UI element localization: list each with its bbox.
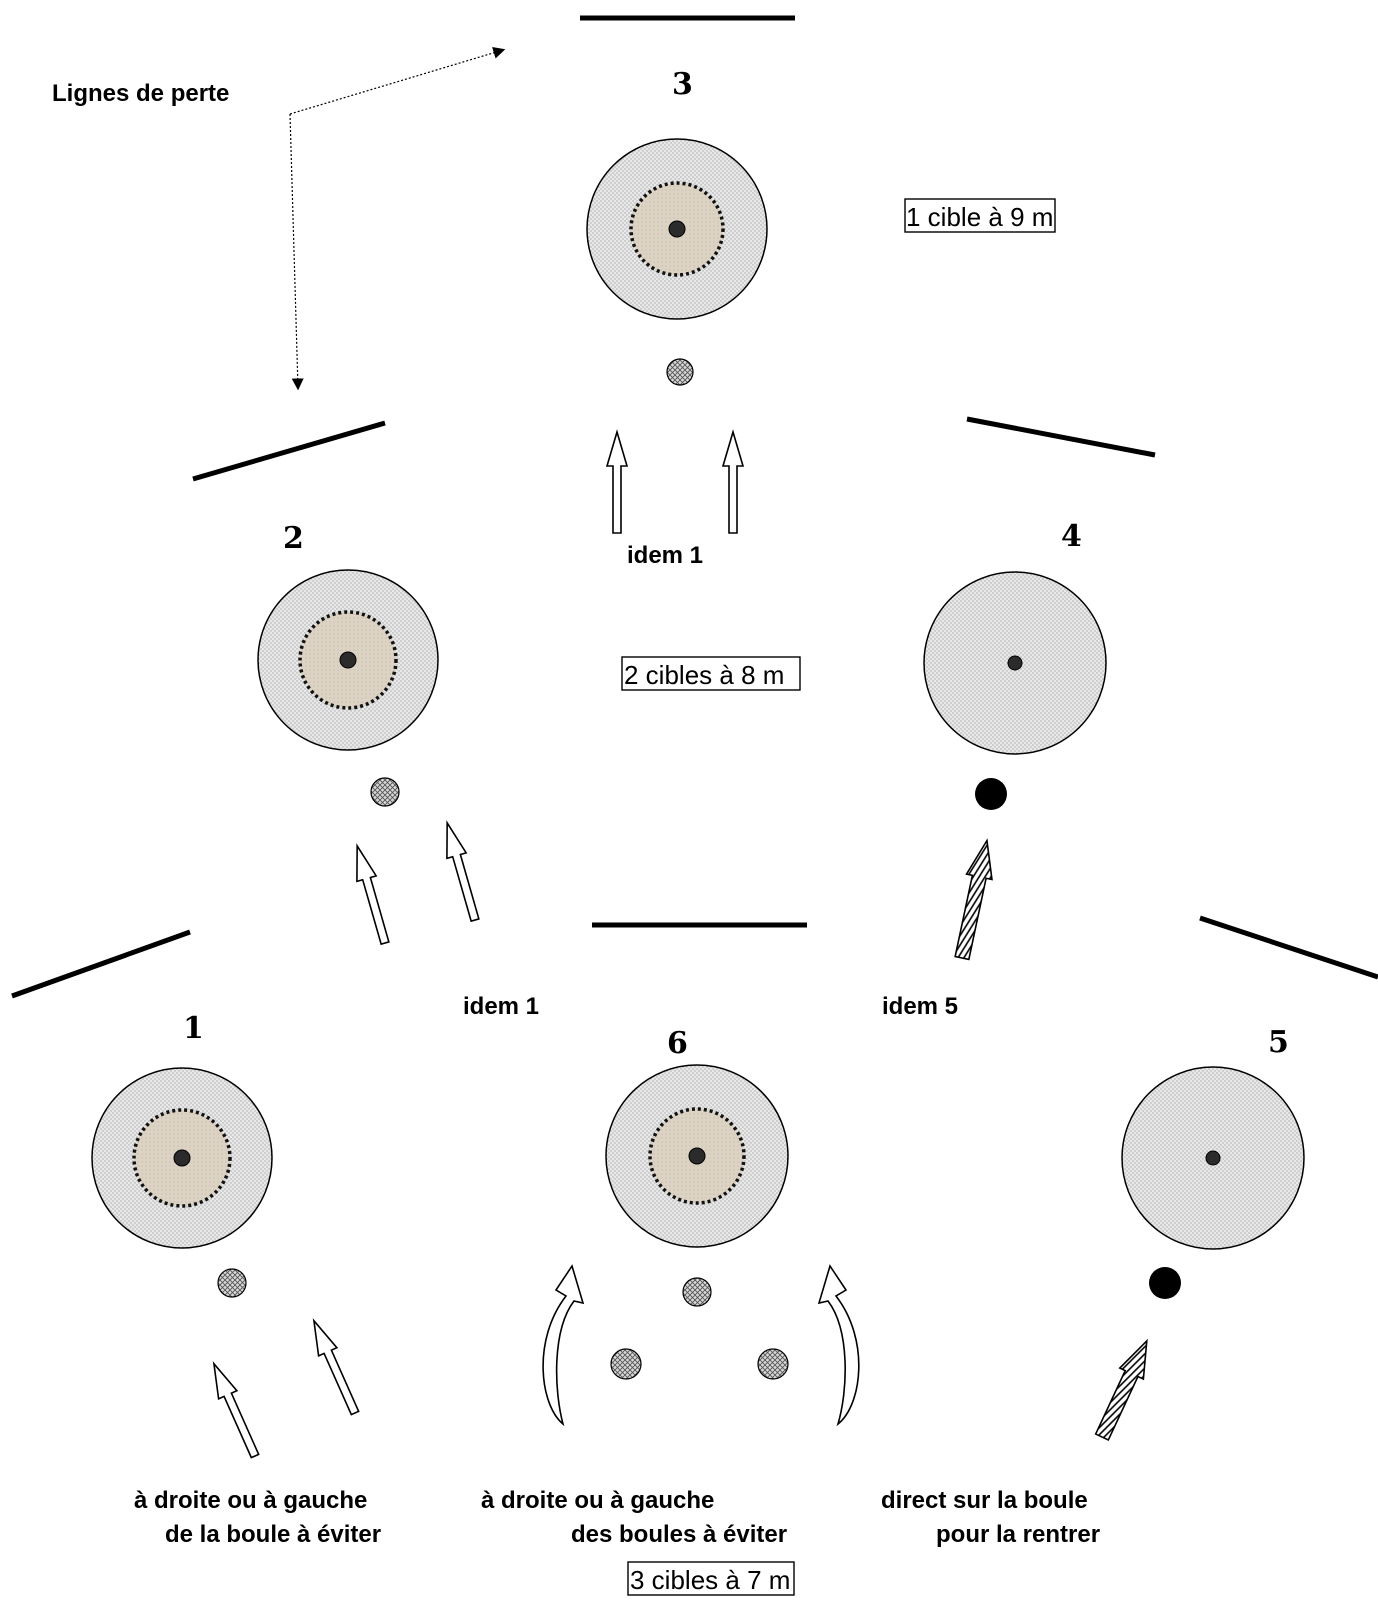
station-number-1: 1 <box>183 1011 204 1046</box>
ball-to-push <box>1149 1267 1181 1299</box>
shot-arrow <box>721 429 745 534</box>
caption-station-1-line2: de la boule à éviter <box>165 1521 381 1548</box>
target-2 <box>257 569 439 751</box>
svg-text:2 cibles à 8 m: 2 cibles à 8 m <box>624 660 784 690</box>
loss-line-lower-right <box>1199 915 1378 980</box>
shot-arrow <box>212 1361 260 1459</box>
note-idem1-top: idem 1 <box>627 542 703 569</box>
station-number-2: 2 <box>283 521 304 556</box>
direct-shot-arrow <box>954 838 993 961</box>
loss-lines-pointer <box>289 47 506 115</box>
svg-text:1 cible à 9 m: 1 cible à 9 m <box>906 202 1053 232</box>
station-number-3: 3 <box>672 67 693 102</box>
target-1 <box>91 1067 273 1249</box>
curved-shot-arrow-right <box>817 1264 860 1427</box>
target-4 <box>923 571 1107 755</box>
shot-arrow <box>605 429 629 534</box>
ball-to-avoid <box>217 1268 247 1298</box>
caption-station-5-line2: pour la rentrer <box>936 1521 1100 1548</box>
caption-station-6-line1: à droite ou à gauche <box>481 1487 714 1514</box>
direct-shot-arrow <box>1094 1338 1148 1442</box>
loss-lines-label: Lignes de perte <box>52 80 229 107</box>
target-3 <box>586 138 768 320</box>
shot-arrow <box>446 820 480 923</box>
ball-to-avoid <box>370 777 400 807</box>
caption-station-5-line1: direct sur la boule <box>881 1487 1088 1514</box>
ball-to-push <box>975 778 1007 810</box>
note-idem5: idem 5 <box>882 993 958 1020</box>
ball-to-avoid <box>610 1348 642 1380</box>
station-number-6: 6 <box>667 1026 688 1061</box>
curved-shot-arrow-left <box>542 1264 585 1427</box>
distance-box-7m: 3 cibles à 7 m <box>627 1561 795 1596</box>
shot-arrow <box>356 843 390 946</box>
loss-lines-pointer <box>289 113 304 391</box>
shot-arrow <box>312 1318 360 1416</box>
distance-box-8m: 2 cibles à 8 m <box>621 656 801 691</box>
target-5 <box>1121 1066 1305 1250</box>
note-idem1-mid: idem 1 <box>463 993 539 1020</box>
loss-line-upper-right <box>966 416 1156 458</box>
distance-box-9m: 1 cible à 9 m <box>904 198 1056 233</box>
loss-line-lower-left <box>11 929 191 999</box>
target-6 <box>605 1064 789 1248</box>
caption-station-6-line2: des boules à éviter <box>571 1521 787 1548</box>
ball-to-avoid <box>666 358 694 386</box>
ball-to-avoid <box>682 1277 712 1307</box>
svg-text:3 cibles à 7 m: 3 cibles à 7 m <box>630 1565 790 1595</box>
station-number-5: 5 <box>1268 1025 1289 1060</box>
ball-to-avoid <box>757 1348 789 1380</box>
caption-station-1-line1: à droite ou à gauche <box>134 1487 367 1514</box>
station-number-4: 4 <box>1061 519 1082 554</box>
loss-line-upper-left <box>192 420 386 482</box>
